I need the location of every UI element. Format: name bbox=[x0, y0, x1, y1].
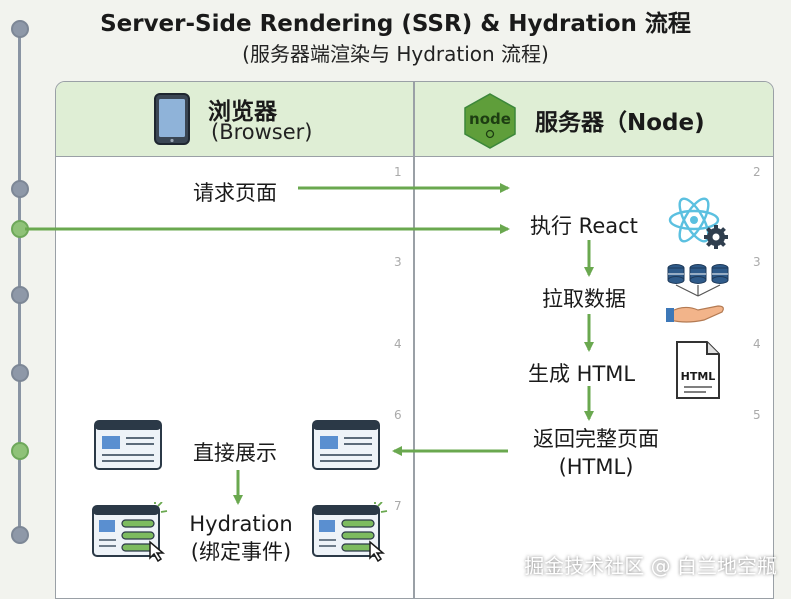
step-number: 4 bbox=[753, 337, 761, 351]
step-fetch-data: 拉取数据 bbox=[542, 287, 626, 311]
return-line-2: (HTML) bbox=[558, 455, 634, 479]
timeline-line bbox=[18, 22, 21, 532]
step-execute-react: 执行 React bbox=[530, 214, 638, 238]
timeline-dot bbox=[11, 364, 29, 382]
step-request-page: 请求页面 bbox=[193, 181, 277, 205]
hydration-line-1: Hydration bbox=[189, 512, 293, 536]
html-document-icon: HTML bbox=[676, 341, 720, 399]
step-number: 1 bbox=[394, 165, 402, 179]
diagram-title: Server-Side Rendering (SSR) & Hydration … bbox=[100, 11, 691, 37]
column-divider bbox=[413, 82, 415, 598]
step-hydration: Hydration (绑定事件) bbox=[176, 510, 306, 566]
database-hand-icon bbox=[666, 264, 729, 323]
timeline-dot bbox=[11, 180, 29, 198]
watermark: 掘金技术社区 @ 白兰地空瓶 bbox=[524, 554, 777, 578]
step-number: 7 bbox=[394, 499, 402, 513]
tablet-icon bbox=[154, 93, 190, 145]
diagram-subtitle: (服务器端渲染与 Hydration 流程) bbox=[242, 42, 549, 66]
step-number: 5 bbox=[753, 408, 761, 422]
return-line-1: 返回完整页面 bbox=[533, 427, 659, 451]
browser-column-subtitle: (Browser) bbox=[211, 120, 313, 144]
browser-window-icon bbox=[94, 420, 162, 470]
react-gear-icon bbox=[668, 197, 728, 249]
step-return-page: 返回完整页面 (HTML) bbox=[496, 425, 696, 481]
step-number: 6 bbox=[394, 408, 402, 422]
interactive-window-icon bbox=[92, 502, 168, 562]
node-logo-text: node bbox=[469, 110, 511, 128]
step-display: 直接展示 bbox=[193, 441, 277, 465]
node-logo-icon: node bbox=[464, 93, 516, 149]
browser-window-icon bbox=[312, 420, 380, 470]
step-generate-html: 生成 HTML bbox=[528, 362, 636, 386]
step-number: 3 bbox=[394, 255, 402, 269]
interactive-window-icon bbox=[312, 502, 388, 562]
browser-column-title: 浏览器 bbox=[208, 99, 277, 125]
step-number: 4 bbox=[394, 337, 402, 351]
step-number: 2 bbox=[753, 165, 761, 179]
timeline-dot bbox=[11, 20, 29, 38]
step-number: 3 bbox=[753, 255, 761, 269]
server-column-title: 服务器（Node) bbox=[535, 110, 705, 136]
timeline-dot-active bbox=[11, 442, 29, 460]
timeline-dot bbox=[11, 526, 29, 544]
timeline-dot bbox=[11, 286, 29, 304]
flow-panel: 浏览器 (Browser) node 服务器（Node) 1 2 3 3 4 4… bbox=[55, 81, 774, 599]
html-doc-label: HTML bbox=[681, 370, 716, 383]
hydration-line-2: (绑定事件) bbox=[190, 540, 292, 564]
